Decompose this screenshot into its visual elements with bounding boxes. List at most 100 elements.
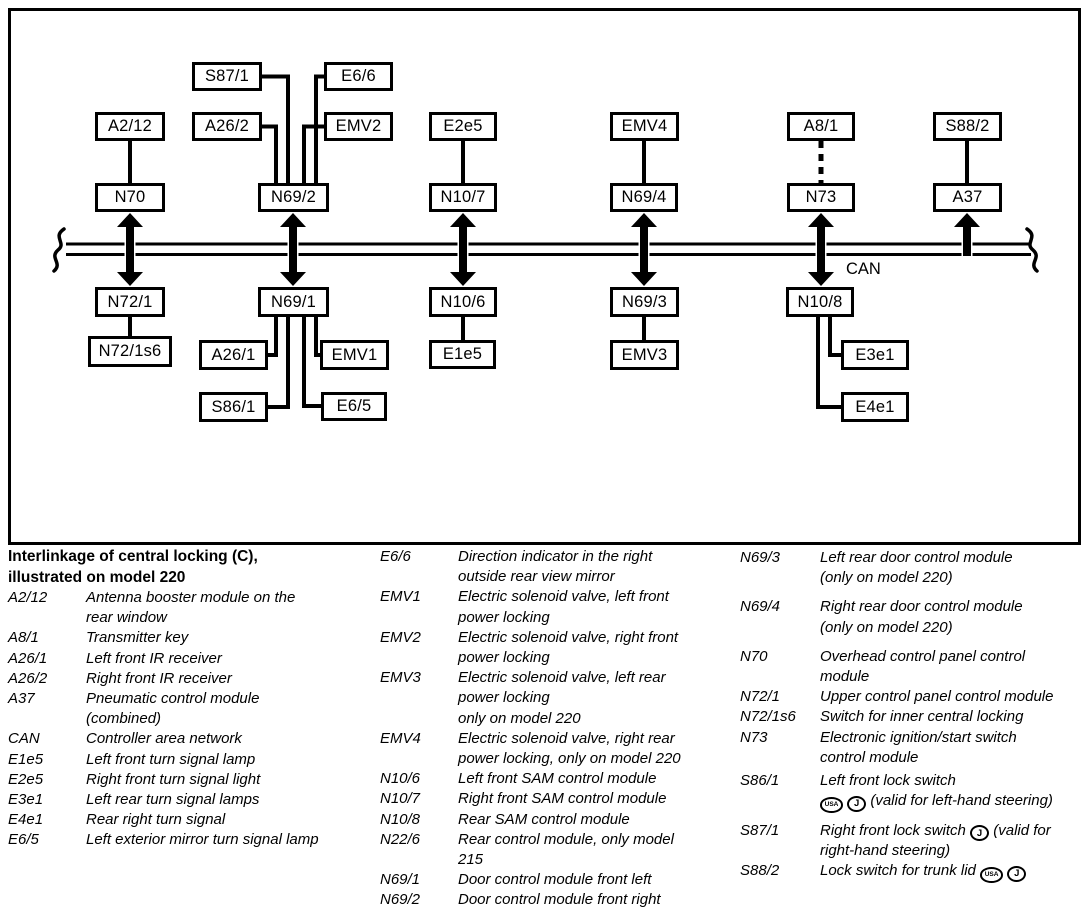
legend-entry: E2e5 Right front turn signal light	[8, 770, 374, 790]
legend-description: Right front SAM control module	[458, 790, 667, 808]
legend-code: N69/4	[740, 598, 781, 616]
legend-code: A8/1	[8, 629, 39, 647]
node-box-n69-4: N69/4	[610, 183, 678, 212]
usa-badge-icon: USA	[820, 797, 843, 813]
legend-description: Rear right turn signal	[86, 811, 226, 829]
legend-description: Right rear door control module(only on m…	[820, 598, 1023, 636]
legend-code: E1e5	[8, 750, 44, 768]
usa-badge-icon: USA	[980, 867, 1004, 883]
node-box-n72-1: N72/1	[95, 287, 165, 317]
legend-code: E6/6	[380, 548, 411, 565]
node-box-emv2: EMV2	[324, 112, 393, 141]
node-box-n10-8: N10/8	[786, 287, 854, 317]
legend-code: A37	[8, 690, 35, 708]
node-box-n73: N73	[787, 183, 855, 212]
legend-code: N69/2	[380, 891, 421, 909]
legend-description: Left front turn signal lamp	[86, 750, 256, 768]
legend-code: EMV3	[380, 669, 421, 687]
legend-description: Left front SAM control module	[458, 770, 657, 788]
node-box-n10-7: N10/7	[429, 183, 497, 212]
legend-code: EMV2	[380, 628, 421, 646]
legend-entry: N69/4 Right rear door control module(only…	[740, 597, 1086, 637]
j-badge-icon: J	[970, 825, 990, 842]
node-box-n70: N70	[95, 183, 165, 212]
node-box-n10-6: N10/6	[429, 287, 497, 317]
legend-code: N22/6	[380, 830, 421, 848]
node-box-e4e1: E4e1	[841, 392, 909, 422]
node-box-n69-2: N69/2	[258, 183, 329, 212]
legend-code: E4e1	[8, 811, 44, 829]
legend-description: Upper control panel control module	[820, 688, 1054, 706]
connector-lines	[128, 74, 969, 409]
legend-code: N72/1	[740, 688, 781, 706]
can-bus-label: CAN	[846, 260, 881, 278]
node-box-a8-1: A8/1	[787, 112, 855, 141]
legend-description: Right front turn signal light	[86, 770, 261, 788]
legend-code: S87/1	[740, 821, 780, 839]
legend-description: Door control module front left	[458, 871, 652, 889]
legend-description: Left rear door control module(only on mo…	[820, 549, 1013, 587]
legend-code: E6/5	[8, 831, 39, 849]
legend-code: A2/12	[8, 589, 48, 606]
node-box-n69-3: N69/3	[610, 287, 679, 317]
legend-code: N73	[740, 728, 768, 746]
legend-code: E2e5	[8, 770, 44, 788]
legend-code: CAN	[8, 730, 40, 748]
bus-break-right	[1025, 227, 1039, 273]
node-box-e6-5: E6/5	[321, 392, 387, 421]
legend-title-line2: illustrated on model 220	[8, 569, 186, 586]
node-box-n72-1s6: N72/1s6	[88, 336, 172, 367]
legend-code: S88/2	[740, 862, 780, 880]
node-box-a2-12: A2/12	[95, 112, 165, 141]
bus-arrows	[113, 210, 984, 289]
legend-description: Left exterior mirror turn signal lamp	[86, 831, 319, 849]
legend-description: Left front IR receiver	[86, 649, 222, 667]
bus-break-left	[52, 227, 66, 273]
node-box-s86-1: S86/1	[199, 392, 268, 422]
legend-code: EMV1	[380, 588, 421, 606]
legend-code: N69/1	[380, 871, 421, 889]
legend-code: S86/1	[740, 772, 780, 790]
legend-entry: N72/1 Upper control panel control module	[740, 687, 1086, 707]
node-box-e2e5: E2e5	[429, 112, 497, 141]
legend-entry: N10/6 Left front SAM control module	[380, 769, 732, 789]
legend-description: Pneumatic control module(combined)	[86, 690, 260, 728]
legend-code: N10/6	[380, 770, 421, 788]
legend-code: N70	[740, 647, 768, 665]
legend-code: E3e1	[8, 791, 44, 809]
legend-entry: N69/2 Door control module front right	[380, 890, 732, 910]
legend-description: Door control module front right	[458, 891, 661, 909]
legend-title-line1: Interlinkage of central locking (C),	[8, 548, 258, 565]
node-box-emv3: EMV3	[610, 340, 679, 370]
legend-code: A26/2	[8, 669, 48, 687]
legend-code: EMV4	[380, 729, 421, 747]
legend-description: Left rear turn signal lamps	[86, 791, 260, 809]
can-bus-lines	[66, 242, 1031, 256]
node-box-s87-1: S87/1	[192, 62, 262, 91]
